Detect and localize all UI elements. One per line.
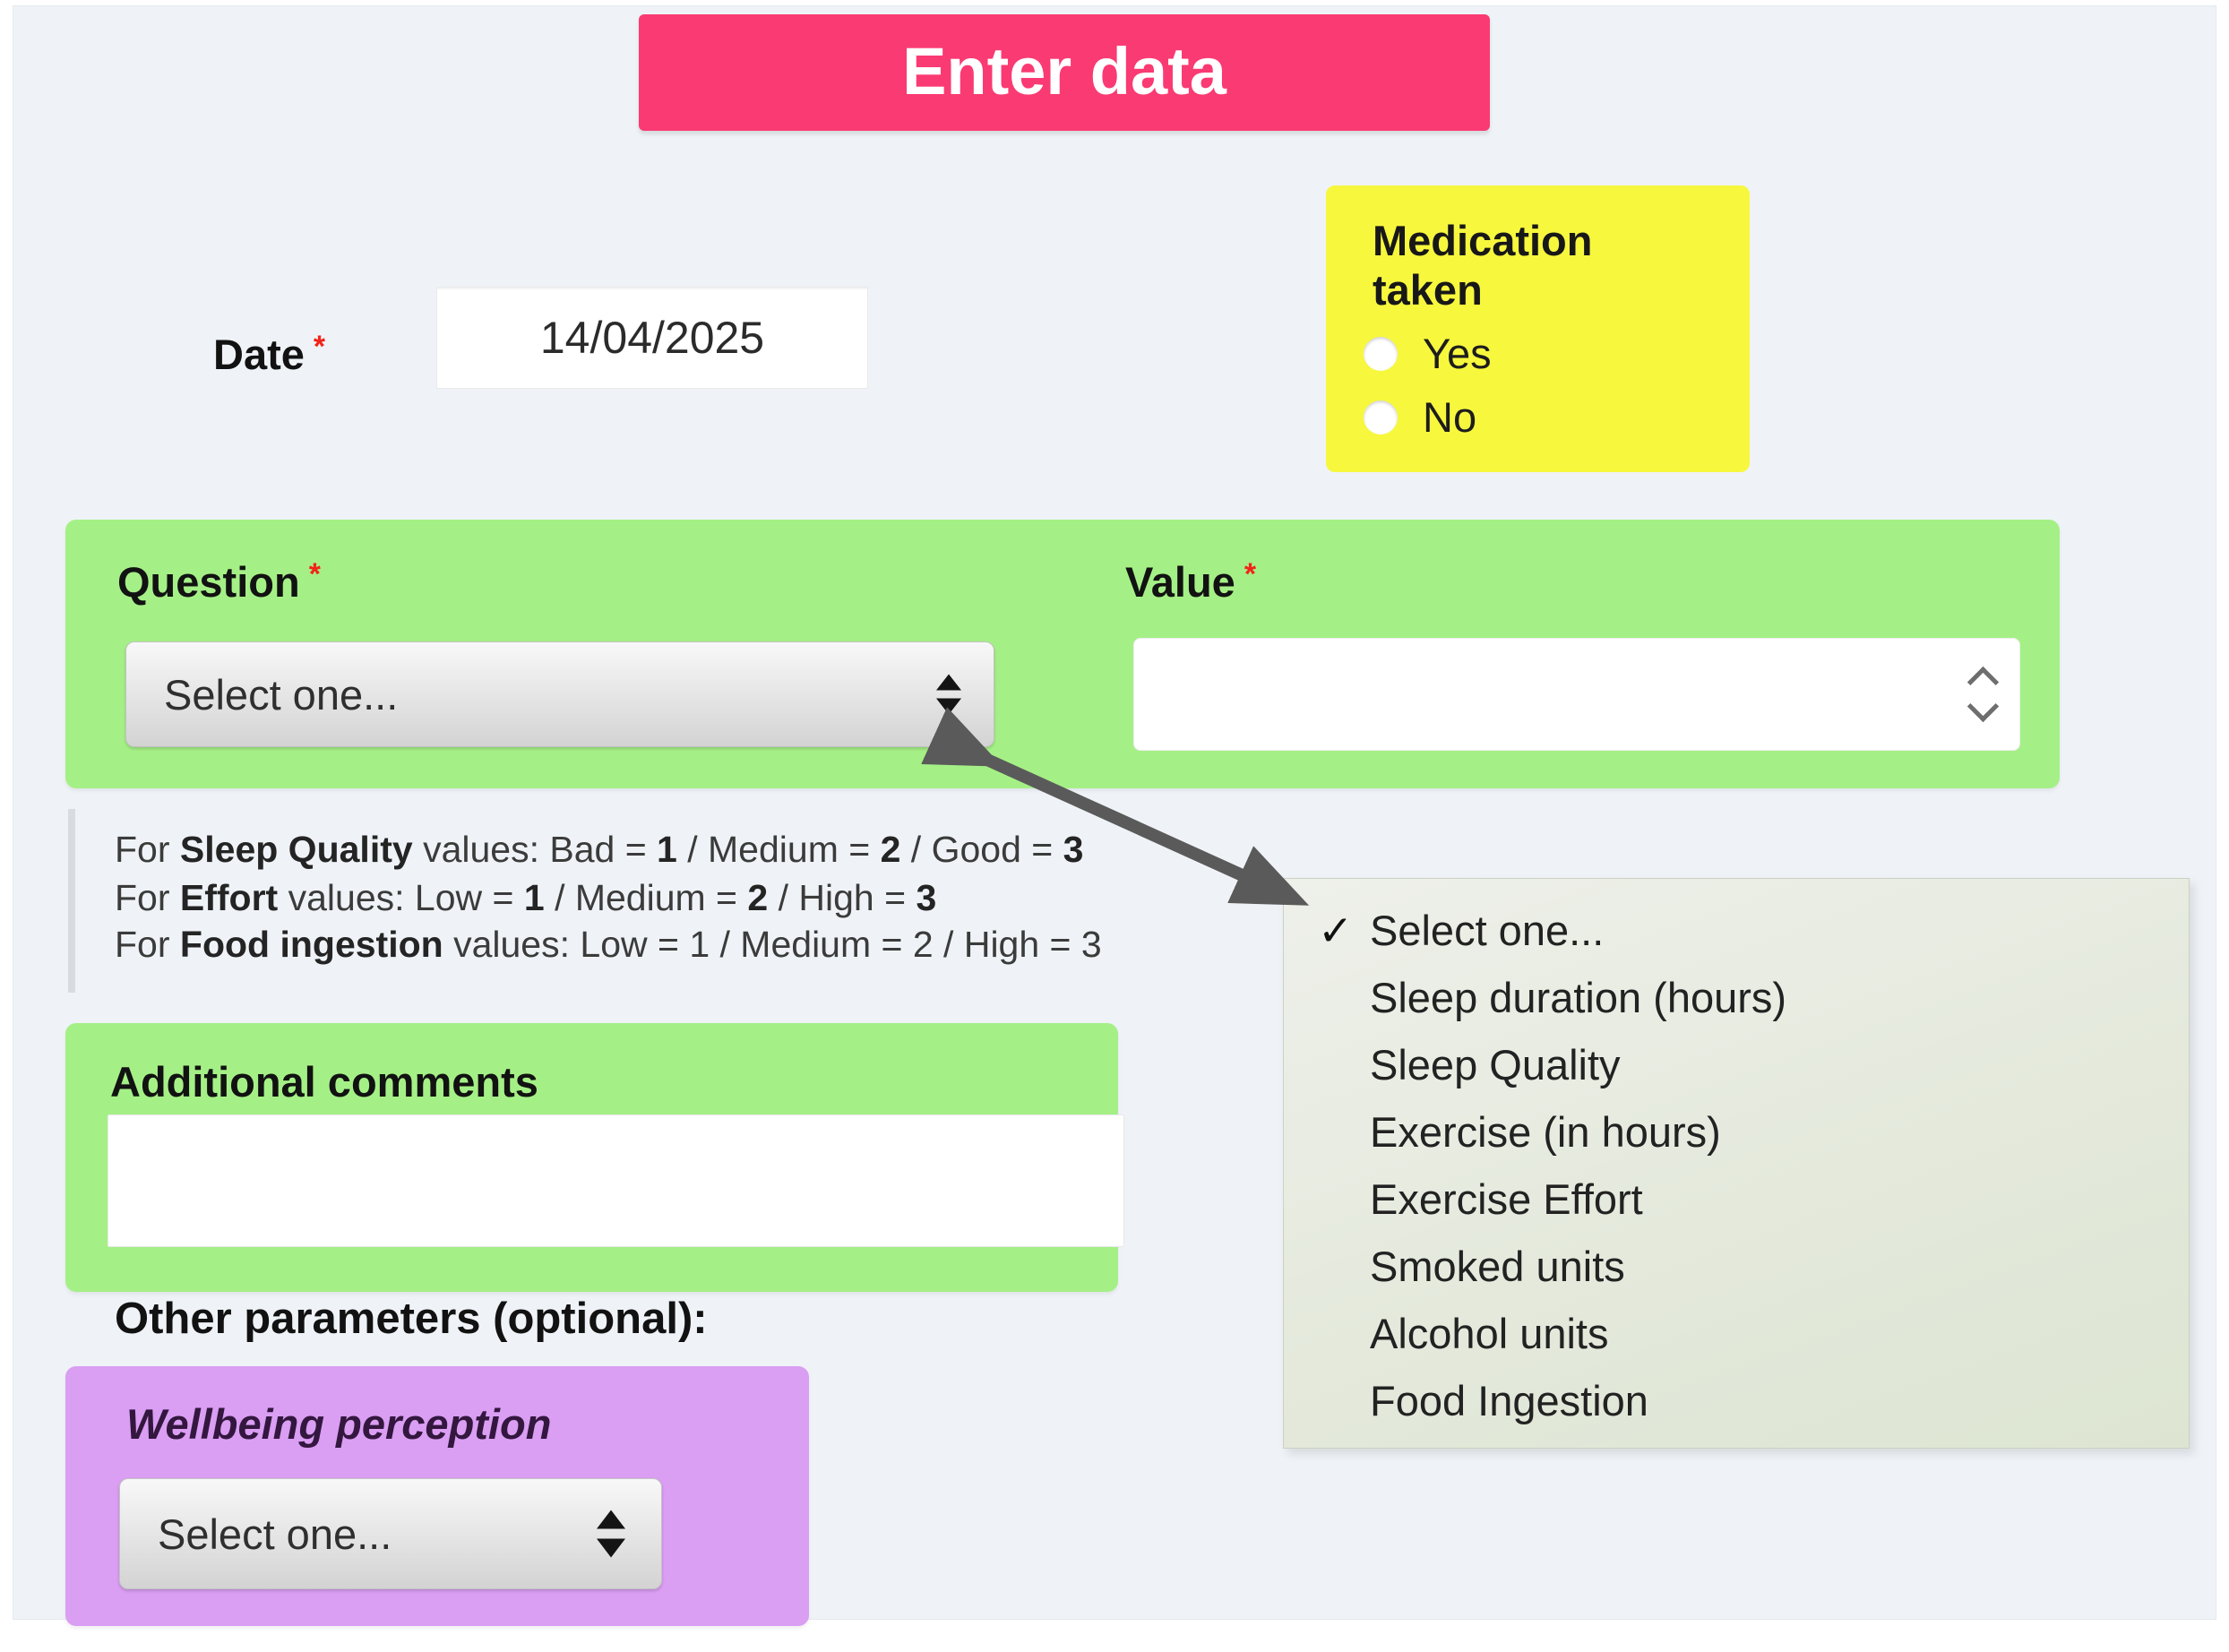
required-asterisk: * [308, 557, 321, 591]
note-line-effort: For Effort values: Low = 1 / Medium = 2 … [115, 877, 937, 918]
page-title: Enter data [639, 14, 1490, 131]
value-input[interactable] [1133, 638, 2020, 751]
value-label-text: Value [1125, 558, 1235, 606]
required-asterisk: * [1244, 557, 1256, 591]
question-label: Question* [117, 557, 321, 607]
other-parameters-label: Other parameters (optional): [115, 1295, 708, 1343]
wellbeing-select-value: Select one... [158, 1510, 392, 1558]
medication-options: Yes No [1326, 329, 1750, 442]
dropdown-option-label: Select one... [1370, 907, 1605, 954]
triangle-down-icon [936, 698, 961, 715]
date-label: Date* [213, 330, 325, 379]
dropdown-option[interactable]: Alcohol units [1284, 1300, 2189, 1367]
dropdown-option[interactable]: ✓ Select one... [1284, 897, 2189, 964]
dropdown-option[interactable]: Food Ingestion [1284, 1367, 2189, 1434]
question-select-value: Select one... [164, 670, 399, 718]
dropdown-option[interactable]: Sleep Quality [1284, 1031, 2189, 1098]
note-line-food-ingestion: For Food ingestion values: Low = 1 / Med… [115, 924, 1102, 965]
dropdown-option-label: Exercise Effort [1370, 1175, 1643, 1223]
dropdown-option[interactable]: Exercise Effort [1284, 1166, 2189, 1233]
comments-label: Additional comments [110, 1058, 538, 1106]
triangle-up-icon [936, 674, 961, 691]
dropdown-option-label: Sleep duration (hours) [1370, 974, 1787, 1021]
dropdown-items: ✓ Select one... Sleep duration (hours) S… [1284, 897, 2189, 1434]
question-label-text: Question [117, 558, 300, 606]
note-line-sleep-quality: For Sleep Quality values: Bad = 1 / Medi… [115, 829, 1084, 870]
dropdown-option-label: Exercise (in hours) [1370, 1108, 1721, 1156]
dropdown-option-label: Smoked units [1370, 1243, 1625, 1290]
dropdown-option[interactable]: Smoked units [1284, 1233, 2189, 1300]
triangle-up-icon [597, 1510, 625, 1529]
comments-input[interactable] [108, 1114, 1124, 1247]
chevron-down-icon[interactable] [1967, 690, 2000, 723]
value-entry[interactable] [1134, 639, 1955, 748]
radio-label: No [1423, 393, 1477, 441]
date-input[interactable]: 14/04/2025 [436, 287, 868, 389]
medication-box: Medication taken Yes No [1326, 185, 1750, 472]
wellbeing-select[interactable]: Select one... [119, 1478, 662, 1589]
dropdown-option-label: Sleep Quality [1370, 1041, 1621, 1088]
dropdown-option[interactable]: Sleep duration (hours) [1284, 964, 2189, 1031]
value-label: Value * [1125, 557, 1256, 607]
dropdown-option[interactable]: Exercise (in hours) [1284, 1098, 2189, 1166]
triangle-down-icon [597, 1538, 625, 1558]
check-icon: ✓ [1318, 906, 1354, 954]
date-label-text: Date [213, 331, 305, 378]
radio-icon[interactable] [1364, 336, 1398, 371]
wellbeing-label: Wellbeing perception [126, 1400, 552, 1448]
radio-label: Yes [1423, 330, 1492, 377]
chevron-up-down-icon [936, 674, 961, 715]
question-select[interactable]: Select one... [125, 641, 994, 747]
radio-icon[interactable] [1364, 400, 1398, 435]
chevron-up-down-icon [597, 1510, 625, 1558]
number-stepper-icon[interactable] [1967, 666, 2000, 723]
dropdown-option-label: Alcohol units [1370, 1310, 1609, 1357]
dropdown-option-label: Food Ingestion [1370, 1377, 1648, 1424]
question-dropdown-list: ✓ Select one... Sleep duration (hours) S… [1283, 878, 2190, 1449]
medication-option[interactable]: No [1364, 392, 1750, 442]
note-left-border [68, 809, 75, 993]
medication-label: Medication taken [1373, 217, 1593, 314]
required-asterisk: * [313, 330, 326, 364]
medication-option[interactable]: Yes [1364, 329, 1750, 378]
